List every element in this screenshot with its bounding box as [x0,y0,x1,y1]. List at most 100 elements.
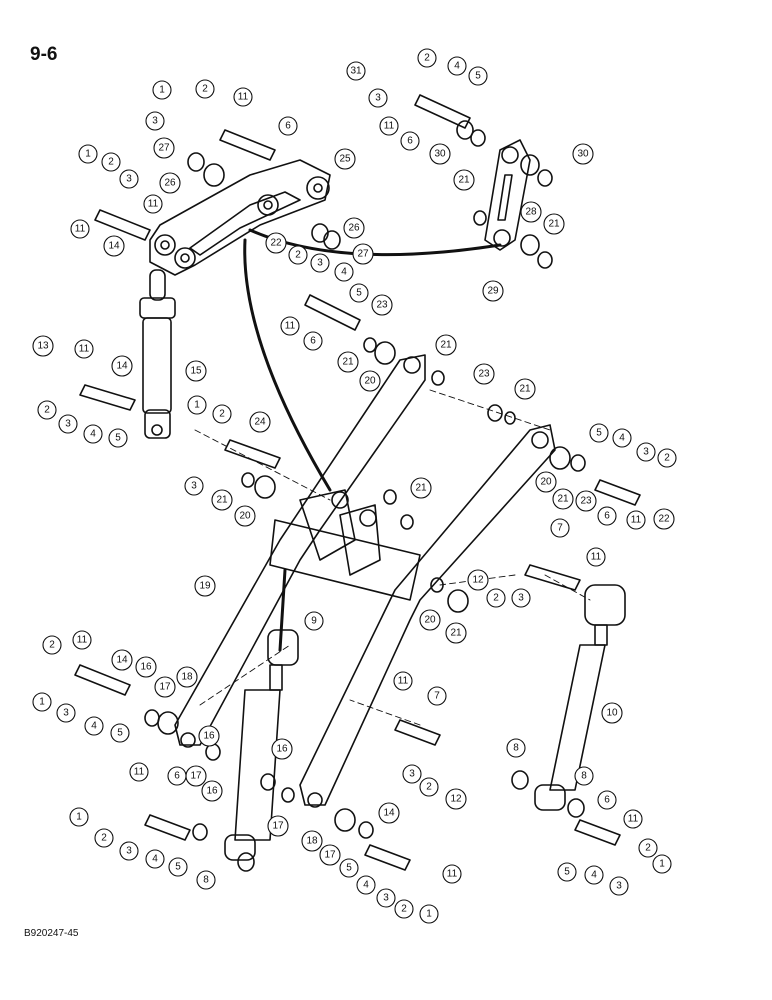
callout-26: 26 [159,172,181,194]
svg-text:7: 7 [434,691,440,702]
svg-text:11: 11 [77,635,88,646]
svg-text:1: 1 [76,812,82,823]
callout-27: 27 [352,243,374,265]
svg-text:2: 2 [219,409,225,420]
page-number: 9-6 [30,44,58,65]
svg-text:5: 5 [596,428,602,439]
callout-2: 2 [42,635,62,655]
svg-text:17: 17 [190,771,202,782]
svg-text:16: 16 [140,662,152,673]
callout-21: 21 [543,213,565,235]
svg-text:4: 4 [619,433,625,444]
callout-1: 1 [419,904,439,924]
svg-text:1: 1 [39,697,45,708]
callout-12: 12 [467,569,489,591]
svg-text:4: 4 [152,854,158,865]
svg-text:21: 21 [458,175,470,186]
callout-2: 2 [94,828,114,848]
callout-11: 11 [393,671,413,691]
callout-5: 5 [108,428,128,448]
callout-18: 18 [301,830,323,852]
callout-14: 14 [378,802,400,824]
svg-text:26: 26 [164,178,176,189]
callout-11: 11 [72,630,92,650]
svg-text:5: 5 [564,867,570,878]
svg-text:22: 22 [270,238,282,249]
callout-3: 3 [145,111,165,131]
callout-19: 19 [194,575,216,597]
svg-text:21: 21 [440,340,452,351]
svg-text:1: 1 [159,85,165,96]
callout-1: 1 [32,692,52,712]
callout-7: 7 [550,518,570,538]
svg-text:23: 23 [478,369,490,380]
callout-6: 6 [597,506,617,526]
svg-text:11: 11 [238,92,249,103]
callout-26: 26 [343,217,365,239]
svg-text:3: 3 [383,893,389,904]
callout-4: 4 [334,262,354,282]
svg-text:11: 11 [398,676,409,687]
svg-text:20: 20 [239,511,251,522]
svg-text:8: 8 [203,875,209,886]
svg-text:5: 5 [117,728,123,739]
callout-6: 6 [597,790,617,810]
callout-11: 11 [586,547,606,567]
callout-3: 3 [376,888,396,908]
callout-4: 4 [145,849,165,869]
callout-5: 5 [168,857,188,877]
svg-text:27: 27 [158,143,170,154]
svg-text:2: 2 [401,904,407,915]
svg-text:2: 2 [426,782,432,793]
callout-8: 8 [506,738,526,758]
svg-text:1: 1 [426,909,432,920]
callout-20: 20 [234,505,256,527]
callout-23: 23 [575,490,597,512]
svg-text:20: 20 [364,376,376,387]
svg-text:6: 6 [407,136,413,147]
callout-7: 7 [427,686,447,706]
callout-20: 20 [535,471,557,493]
callout-4: 4 [356,875,376,895]
svg-text:3: 3 [317,258,323,269]
callout-5: 5 [557,862,577,882]
callout-21: 21 [552,488,574,510]
svg-text:4: 4 [341,267,347,278]
svg-text:30: 30 [577,149,589,160]
callout-17: 17 [154,676,176,698]
callout-2: 2 [657,448,677,468]
callout-11: 11 [143,194,163,214]
callout-3: 3 [368,88,388,108]
svg-text:11: 11 [134,767,145,778]
callout-16: 16 [201,780,223,802]
callout-21: 21 [337,351,359,373]
svg-text:23: 23 [376,300,388,311]
callout-3: 3 [56,703,76,723]
callout-2: 2 [417,48,437,68]
callout-21: 21 [453,169,475,191]
svg-text:2: 2 [493,593,499,604]
callout-11: 11 [442,864,462,884]
callout-2: 2 [419,777,439,797]
callout-18: 18 [176,666,198,688]
svg-text:11: 11 [285,321,296,332]
svg-text:25: 25 [339,154,351,165]
svg-text:12: 12 [472,575,484,586]
callout-6: 6 [303,331,323,351]
svg-text:17: 17 [159,682,171,693]
callout-5: 5 [589,423,609,443]
callout-21: 21 [410,477,432,499]
svg-text:20: 20 [540,477,552,488]
callout-5: 5 [110,723,130,743]
svg-text:6: 6 [310,336,316,347]
svg-text:1: 1 [85,149,91,160]
callout-27: 27 [153,137,175,159]
callout-6: 6 [167,766,187,786]
svg-text:5: 5 [115,433,121,444]
callout-1: 1 [187,395,207,415]
callout-21: 21 [514,378,536,400]
svg-text:4: 4 [591,870,597,881]
svg-text:11: 11 [447,869,458,880]
